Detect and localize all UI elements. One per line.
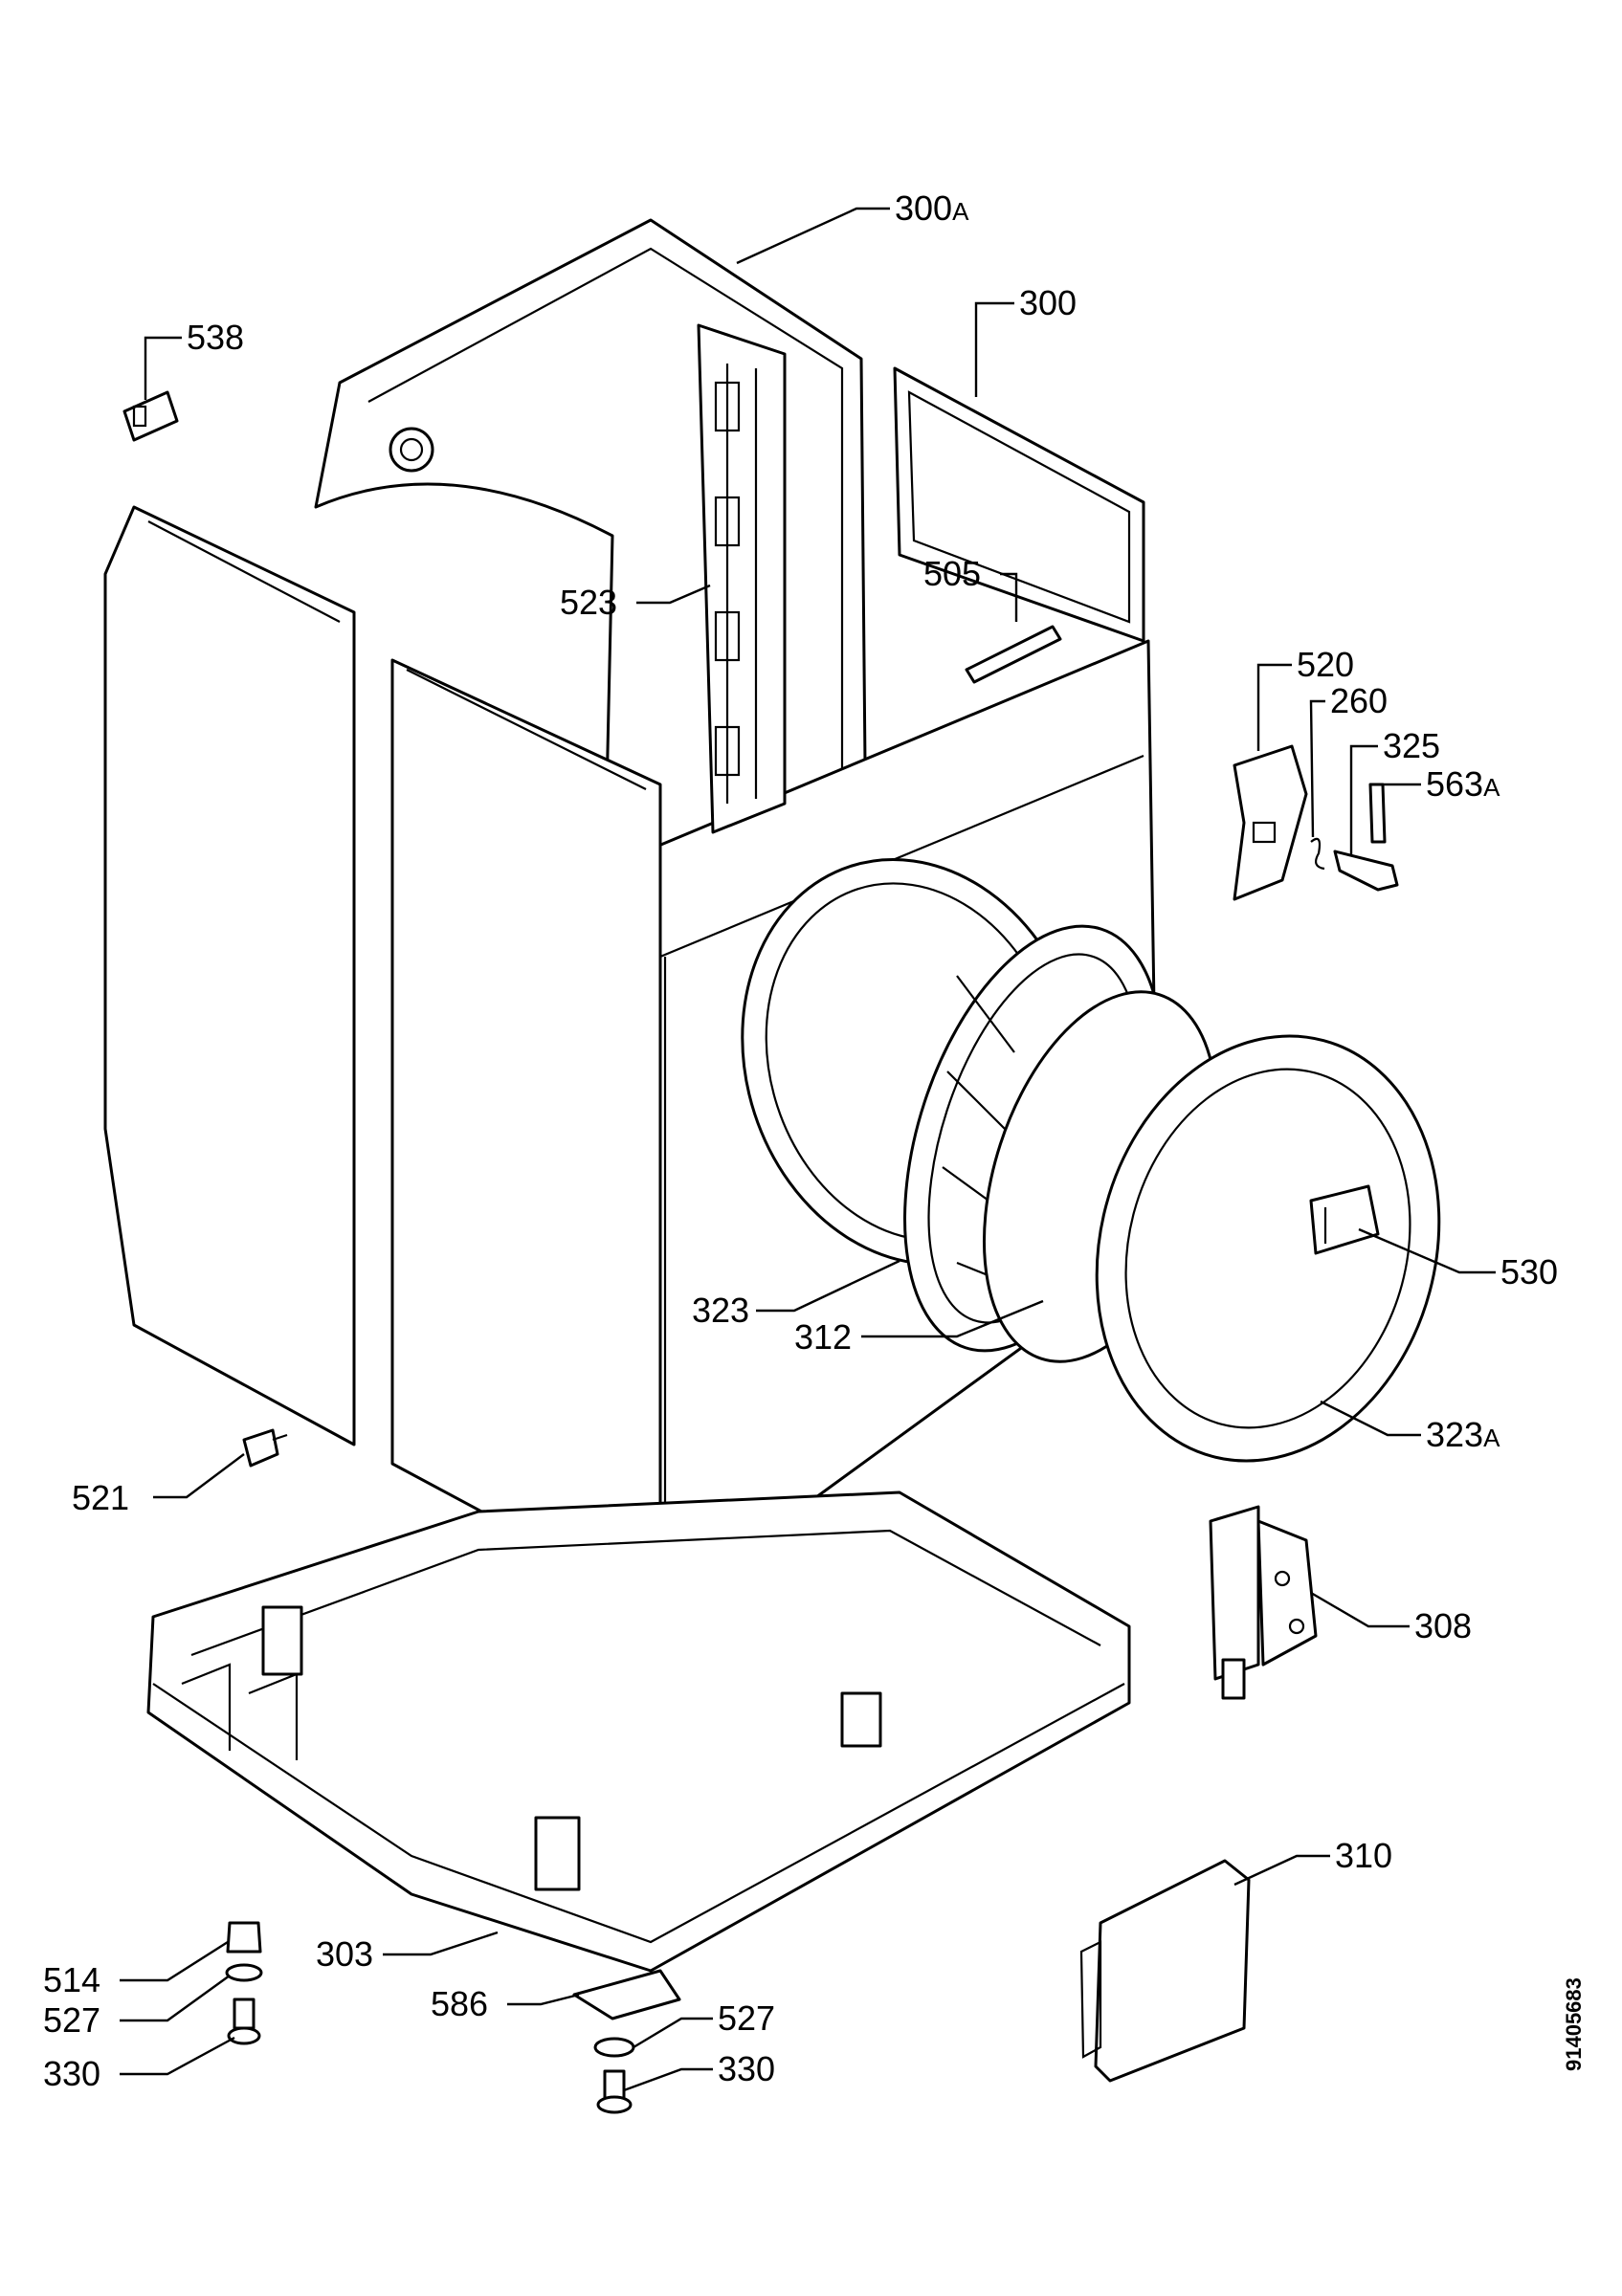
spring-260: [1310, 837, 1325, 871]
callout-521: 521: [72, 1478, 129, 1517]
callout-563a: 563A: [1426, 764, 1500, 804]
callout-586: 586: [431, 1984, 488, 2023]
callout-527-left: 527: [43, 2000, 100, 2040]
callout-505: 505: [923, 554, 981, 593]
callout-538: 538: [187, 318, 244, 357]
callout-labels: 300A 300 538 505 523 520 260 325 563A 53…: [43, 188, 1558, 2093]
document-number: 91405683: [1562, 1977, 1586, 2071]
callout-523: 523: [560, 583, 617, 622]
hinge-plate-520: [1233, 744, 1308, 901]
lever-325: [1333, 850, 1399, 892]
side-panels: [103, 505, 662, 1609]
rod-505: [965, 625, 1062, 684]
foot-right-hardware: [572, 1969, 681, 2114]
callout-330-left: 330: [43, 2054, 100, 2093]
callout-300a: 300A: [895, 188, 969, 228]
callout-323a: 323A: [1426, 1415, 1500, 1454]
callout-323: 323: [692, 1291, 749, 1330]
callout-308: 308: [1414, 1606, 1472, 1645]
callout-527-right: 527: [718, 1998, 775, 2038]
base-303: [146, 1490, 1131, 1973]
callout-530: 530: [1500, 1252, 1558, 1292]
callout-303: 303: [316, 1934, 373, 1974]
filter-cover-310: [1079, 1859, 1251, 2083]
callout-520: 520: [1297, 645, 1354, 684]
callout-300: 300: [1019, 283, 1077, 322]
rail-523: [697, 323, 787, 834]
pump-bracket-308: [1209, 1505, 1318, 1700]
clip-538: [122, 390, 179, 442]
foot-left-hardware: [225, 1921, 263, 2045]
callout-312: 312: [794, 1317, 852, 1357]
callout-325: 325: [1383, 726, 1440, 765]
callout-310: 310: [1335, 1836, 1392, 1875]
screw-521: [242, 1428, 288, 1468]
callout-260: 260: [1330, 681, 1388, 720]
callout-330-right: 330: [718, 2049, 775, 2088]
pin-563a: [1368, 783, 1387, 844]
callout-514: 514: [43, 1960, 100, 1999]
leader-lines: [120, 207, 1496, 2092]
door-323a: [1095, 1034, 1441, 1463]
